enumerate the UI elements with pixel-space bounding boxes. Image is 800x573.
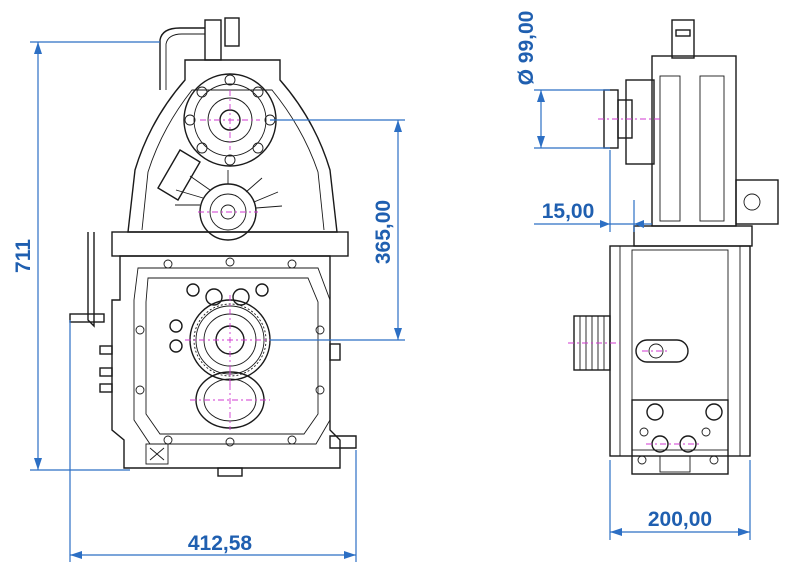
dim-width-overall: 412,58 bbox=[188, 532, 253, 555]
dim-height-overall: 711 bbox=[12, 239, 35, 273]
front-view bbox=[69, 17, 357, 477]
dim-flange-offset: 15,00 bbox=[542, 200, 595, 223]
dimension-lines bbox=[30, 41, 751, 562]
dim-flange-diameter: Ø 99,00 bbox=[515, 11, 538, 86]
side-view bbox=[568, 19, 779, 475]
dim-side-width: 200,00 bbox=[648, 508, 712, 531]
dim-shaft-distance: 365,00 bbox=[372, 200, 395, 264]
